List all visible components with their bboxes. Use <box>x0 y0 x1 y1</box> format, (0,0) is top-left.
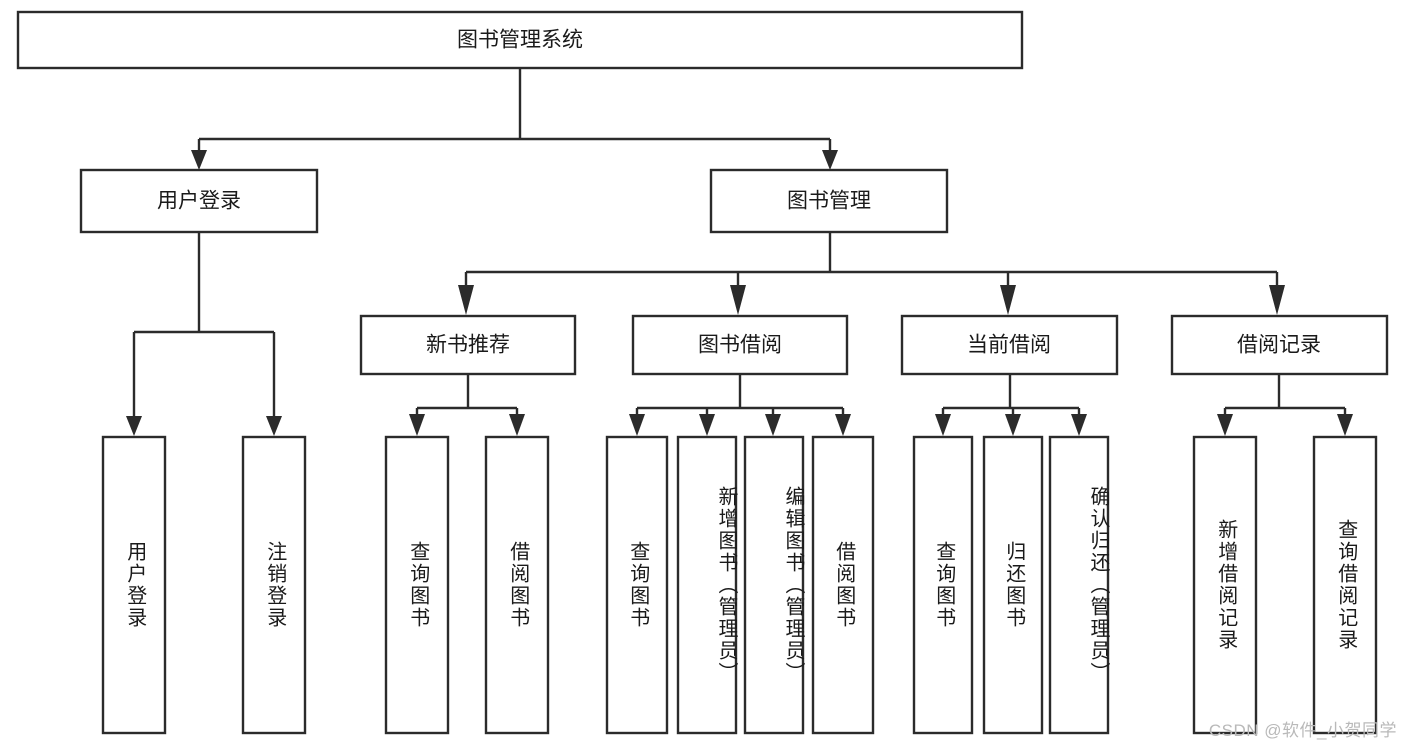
arrow-head-leaf-add-record <box>1217 414 1233 436</box>
node-book-borrow[interactable]: 图书借阅 <box>631 314 849 376</box>
arrow-head-leaf-borrow-book-1 <box>509 414 525 436</box>
connector-group-userlogin-to-leaves <box>126 232 282 436</box>
arrow-head-user-login <box>191 150 207 170</box>
leaf-box-return-book[interactable] <box>982 435 1044 735</box>
node-root-box[interactable] <box>16 10 1024 70</box>
connector-group-root-to-level2 <box>191 68 838 170</box>
node-book-management-label: 图书管理 <box>787 190 871 213</box>
node-book-borrow-box[interactable] <box>631 314 849 376</box>
arrow-head-borrow-record <box>1269 285 1285 315</box>
node-borrow-record-box[interactable] <box>1170 314 1389 376</box>
arrow-head-leaf-query-book-2 <box>629 414 645 436</box>
connector-group-newbook-to-leaves <box>409 374 525 436</box>
leaf-box-add-borrow-record[interactable] <box>1192 435 1258 735</box>
leaf-box-edit-book-admin[interactable] <box>743 435 805 735</box>
leaf-box-user-login[interactable] <box>101 435 167 735</box>
arrow-head-book-borrow <box>730 285 746 315</box>
node-book-management[interactable]: 图书管理 <box>709 168 949 234</box>
arrow-head-book-manage <box>822 150 838 170</box>
connector-group-borrowrecord-to-leaves <box>1217 374 1353 436</box>
leaf-box-query-book-current[interactable] <box>912 435 974 735</box>
arrow-head-leaf-query-book-1 <box>409 414 425 436</box>
arrow-head-leaf-return-book <box>1005 414 1021 436</box>
arrow-head-leaf-query-book-3 <box>935 414 951 436</box>
node-root-book-management-system[interactable]: 图书管理系统 <box>16 10 1024 70</box>
node-root-label: 图书管理系统 <box>457 29 583 52</box>
leaf-box-borrow-book-recommend[interactable] <box>484 435 550 735</box>
connector-group-bookborrow-to-leaves <box>629 374 851 436</box>
node-borrow-record-label: 借阅记录 <box>1237 334 1321 357</box>
leaf-box-query-book-borrow[interactable] <box>605 435 669 735</box>
connector-group-bookmanage-to-level3 <box>458 232 1285 315</box>
arrow-head-leaf-user-login <box>126 416 142 436</box>
leaf-group-current-borrow <box>912 435 1110 735</box>
arrow-head-leaf-borrow-book-2 <box>835 414 851 436</box>
node-book-management-box[interactable] <box>709 168 949 234</box>
node-new-book-recommend[interactable]: 新书推荐 <box>359 314 577 376</box>
node-current-borrow-box[interactable] <box>900 314 1119 376</box>
arrow-head-leaf-query-record <box>1337 414 1353 436</box>
leaf-box-query-book-recommend[interactable] <box>384 435 450 735</box>
node-book-borrow-label: 图书借阅 <box>698 334 782 357</box>
node-current-borrow-label: 当前借阅 <box>967 334 1051 357</box>
node-current-borrow[interactable]: 当前借阅 <box>900 314 1119 376</box>
node-borrow-record[interactable]: 借阅记录 <box>1170 314 1389 376</box>
node-new-book-recommend-label: 新书推荐 <box>426 334 510 357</box>
leaf-box-borrow-book-borrow[interactable] <box>811 435 875 735</box>
arrow-head-leaf-add-book <box>699 414 715 436</box>
node-new-book-recommend-box[interactable] <box>359 314 577 376</box>
leaf-box-query-borrow-record[interactable] <box>1312 435 1378 735</box>
node-user-login-label: 用户登录 <box>157 190 241 213</box>
connector-group-currentborrow-to-leaves <box>935 374 1087 436</box>
arrow-head-new-book <box>458 285 474 315</box>
leaf-group-new-book-recommend <box>384 435 550 735</box>
arrow-head-leaf-logout <box>266 416 282 436</box>
leaf-box-confirm-return-admin[interactable] <box>1048 435 1110 735</box>
csdn-watermark: CSDN @软件_小贺同学 <box>1208 721 1397 740</box>
leaf-group-user-login <box>101 435 307 735</box>
arrow-head-leaf-edit-book <box>765 414 781 436</box>
leaf-box-logout-login[interactable] <box>241 435 307 735</box>
arrow-head-current-borrow <box>1000 285 1016 315</box>
node-user-login[interactable]: 用户登录 <box>79 168 319 234</box>
leaf-group-book-borrow <box>605 435 875 735</box>
leaf-box-add-book-admin[interactable] <box>676 435 738 735</box>
node-user-login-box[interactable] <box>79 168 319 234</box>
arrow-head-leaf-confirm-return <box>1071 414 1087 436</box>
leaf-group-borrow-record <box>1192 435 1378 735</box>
